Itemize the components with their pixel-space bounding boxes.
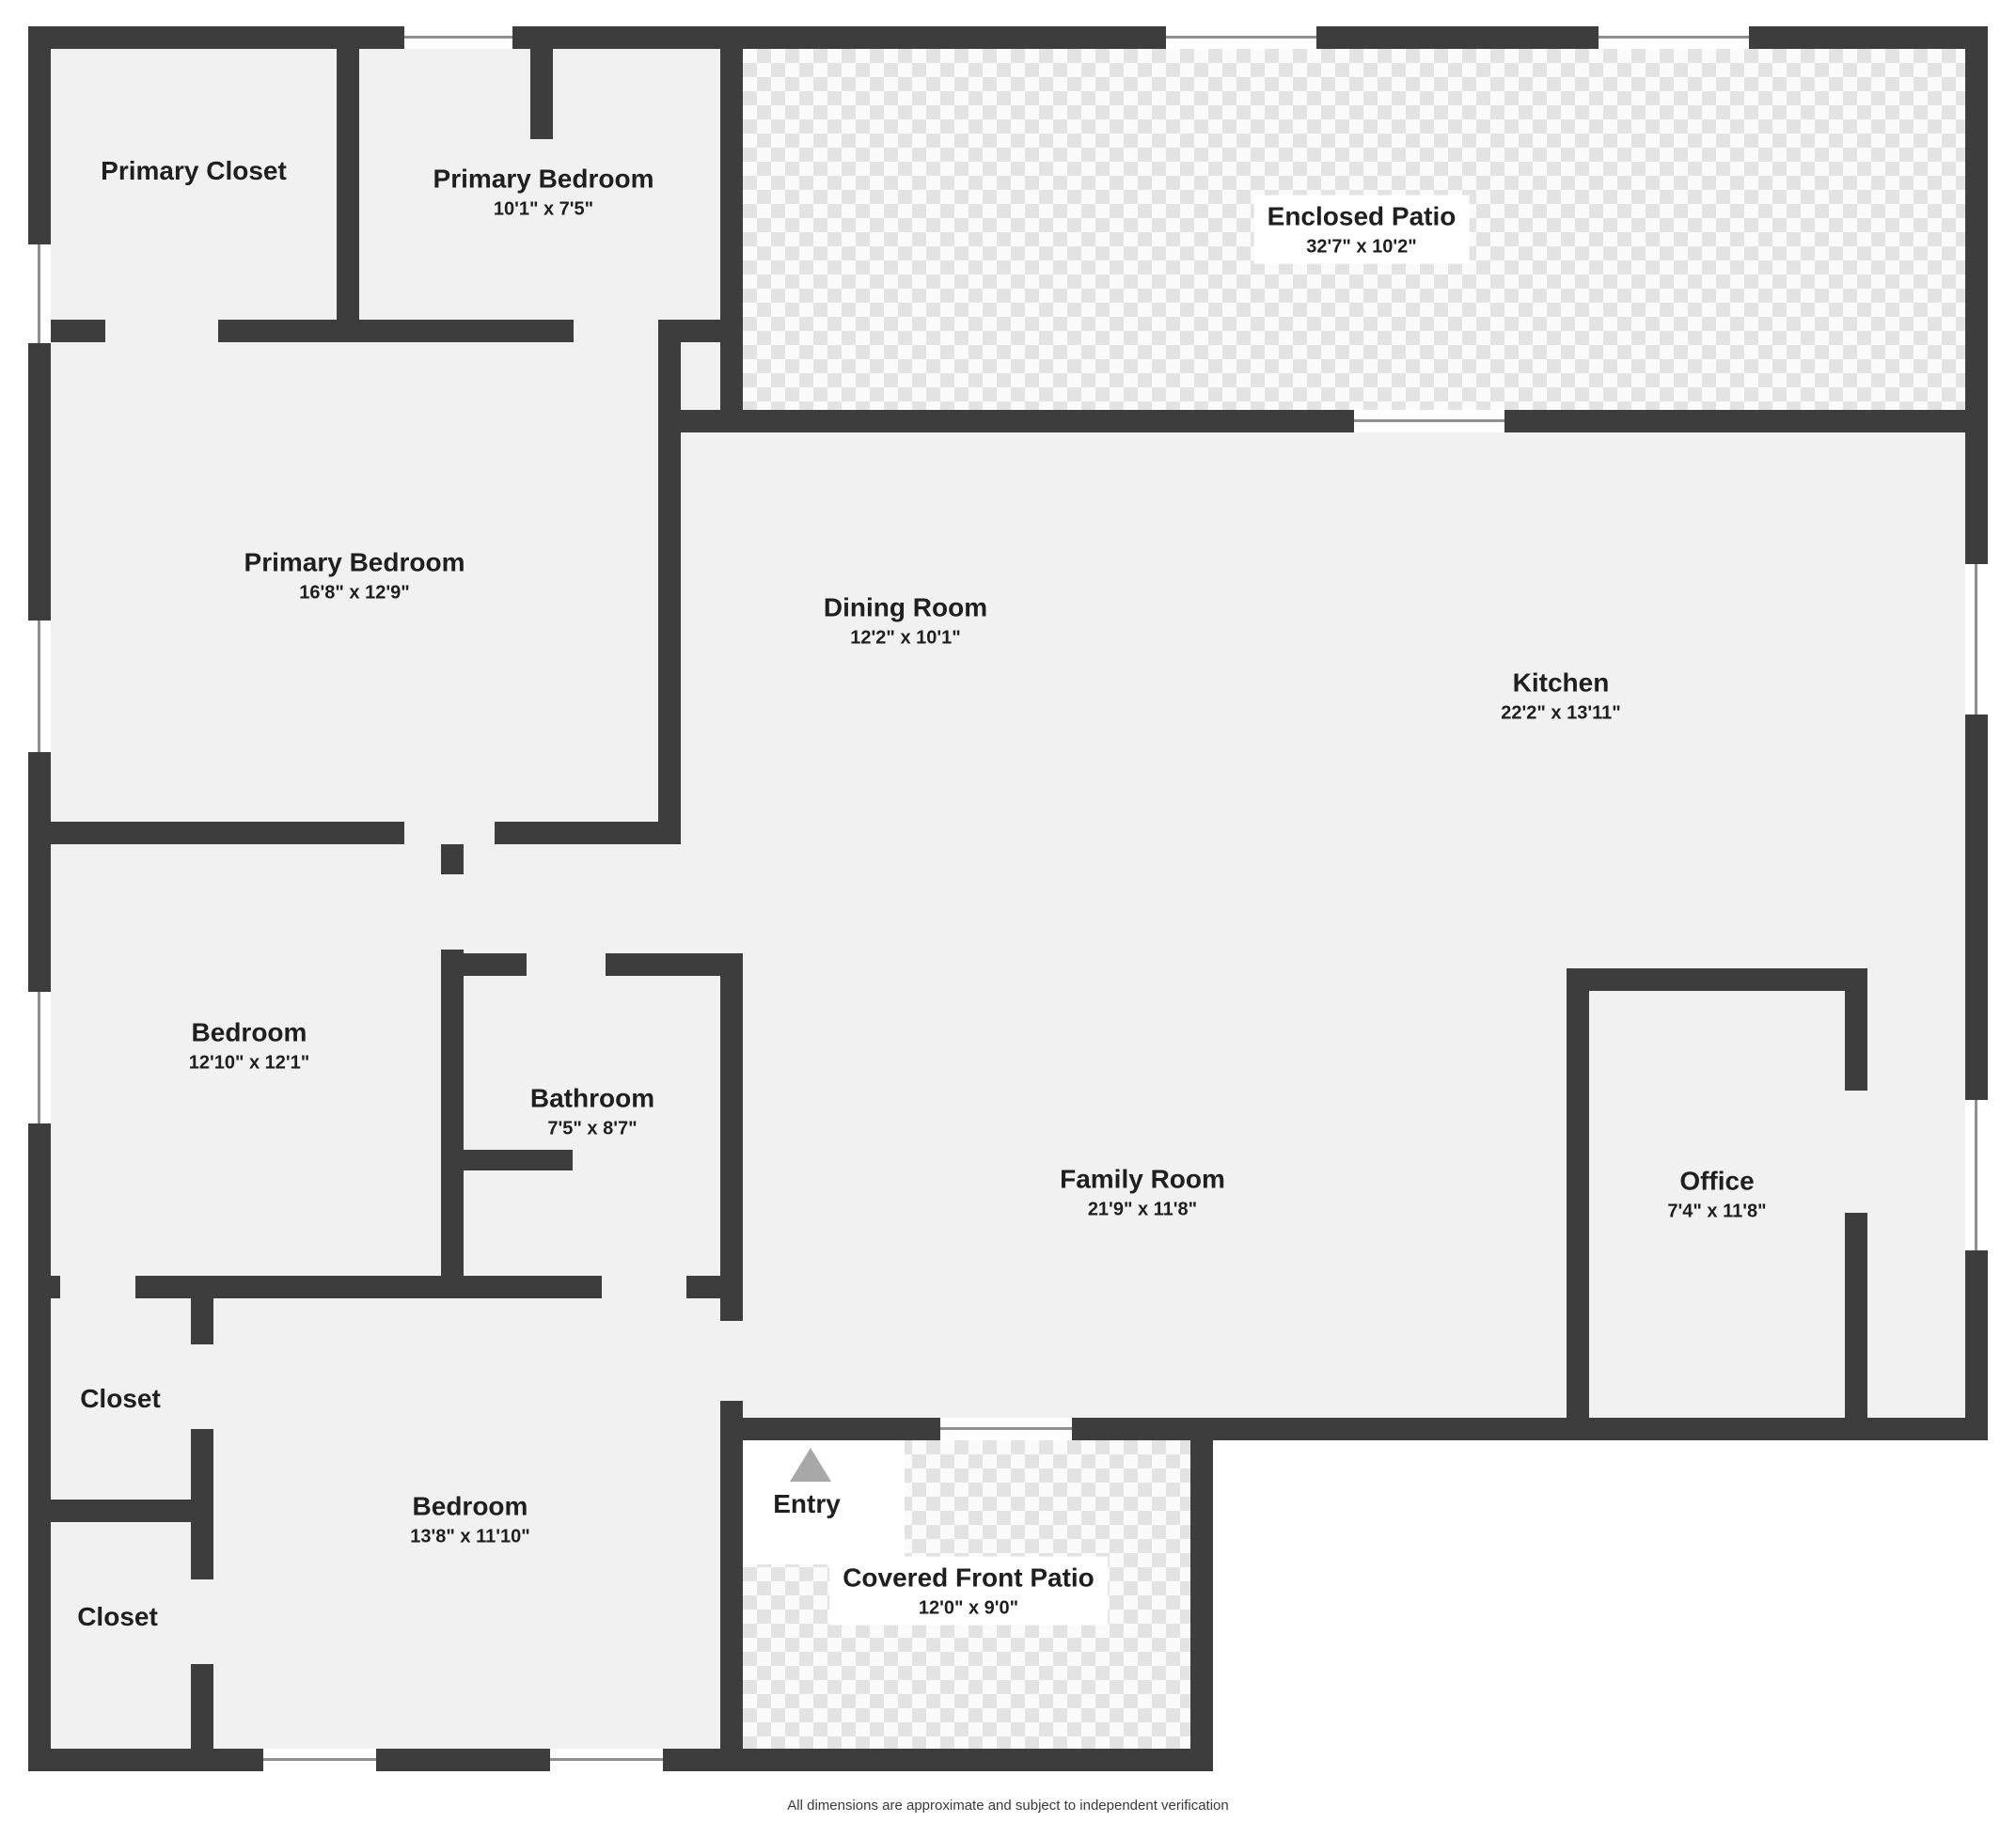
room-dimensions: 21'9" x 11'8"	[1087, 1199, 1198, 1220]
window	[940, 1418, 1072, 1440]
window	[28, 244, 51, 343]
room-dimensions: 12'2" x 10'1"	[850, 627, 961, 649]
room-dimensions: 12'10" x 12'1"	[188, 1052, 310, 1074]
room-name: Primary Bedroom	[244, 547, 465, 577]
door-opening	[191, 1344, 213, 1429]
door-opening	[1845, 1091, 1867, 1213]
window	[1599, 26, 1749, 49]
room-name: Bathroom	[529, 1083, 655, 1113]
room-label-closet-upper: Closet	[80, 1381, 161, 1417]
window	[1166, 26, 1316, 49]
room-label-dining-room: Dining Room 12'2" x 10'1"	[824, 590, 987, 652]
room-name: Primary Closet	[101, 156, 287, 186]
floor-fill-bottom-left	[28, 1440, 743, 1771]
room-dimensions: 22'2" x 13'11"	[1501, 702, 1621, 724]
room-label-office: Office 7'4" x 11'8"	[1667, 1164, 1766, 1225]
wall	[28, 1500, 213, 1522]
door-opening	[602, 1276, 686, 1298]
room-label-bedroom-bottom: Bedroom 13'8" x 11'10"	[410, 1489, 529, 1550]
room-label-primary-bedroom: Primary Bedroom 16'8" x 12'9"	[244, 545, 465, 606]
window	[550, 1749, 663, 1771]
room-dimensions: 12'0" x 9'0"	[918, 1597, 1019, 1619]
room-label-entry: Entry	[773, 1486, 841, 1522]
window	[404, 26, 512, 49]
window	[1354, 410, 1504, 432]
door-opening	[574, 320, 658, 342]
wall	[1567, 968, 1867, 991]
window	[263, 1749, 376, 1771]
room-dimensions: 7'4" x 11'8"	[1667, 1201, 1767, 1222]
door-opening	[527, 953, 606, 976]
room-name: Bedroom	[191, 1017, 307, 1047]
wall	[720, 1418, 1988, 1440]
room-label-enclosed-patio: Enclosed Patio 32'7" x 10'2"	[1253, 195, 1470, 264]
wall	[337, 26, 359, 342]
room-label-primary-closet: Primary Closet	[101, 153, 287, 189]
wall	[441, 1150, 573, 1170]
door-opening	[105, 320, 218, 342]
wall	[1567, 968, 1589, 1440]
wall	[28, 822, 681, 844]
room-label-covered-front-patio: Covered Front Patio 12'0" x 9'0"	[829, 1556, 1108, 1626]
room-dimensions: 13'8" x 11'10"	[410, 1526, 530, 1547]
room-dimensions: 32'7" x 10'2"	[1306, 236, 1417, 258]
room-name: Office	[1679, 1166, 1755, 1196]
door-opening	[441, 874, 464, 950]
room-name: Closet	[77, 1602, 158, 1632]
room-label-bathroom: Bathroom 7'5" x 8'7"	[530, 1081, 654, 1142]
room-name: Family Room	[1060, 1164, 1225, 1194]
window	[1965, 1100, 1988, 1250]
room-label-closet-lower: Closet	[77, 1599, 158, 1635]
door-opening	[60, 1276, 135, 1298]
wall	[720, 26, 743, 432]
room-name: Kitchen	[1512, 668, 1610, 698]
wall	[530, 26, 553, 139]
window	[1965, 564, 1988, 715]
room-name: Bedroom	[412, 1491, 528, 1521]
room-dimensions: 7'5" x 8'7"	[547, 1118, 638, 1139]
wall	[658, 410, 1988, 432]
room-name: Covered Front Patio	[843, 1563, 1095, 1593]
disclaimer-text: All dimensions are approximate and subje…	[787, 1798, 1229, 1814]
room-dimensions: 10'1" x 7'5"	[493, 198, 594, 220]
entry-arrow-icon	[790, 1448, 831, 1482]
room-dimensions: 16'8" x 12'9"	[299, 582, 410, 604]
room-name: Closet	[80, 1384, 161, 1414]
room-name: Dining Room	[823, 592, 988, 622]
wall	[720, 1749, 1213, 1771]
window	[28, 620, 51, 752]
room-label-family-room: Family Room 21'9" x 11'8"	[1060, 1162, 1225, 1223]
door-opening	[720, 1321, 743, 1401]
wall	[658, 320, 681, 844]
door-opening	[404, 822, 495, 844]
room-label-kitchen: Kitchen 22'2" x 13'11"	[1501, 666, 1620, 727]
room-label-primary-bedroom-top: Primary Bedroom 10'1" x 7'5"	[433, 162, 654, 223]
wall	[1190, 1418, 1213, 1771]
window	[28, 992, 51, 1123]
room-label-bedroom-left: Bedroom 12'10" x 12'1"	[189, 1015, 310, 1076]
room-name: Enclosed Patio	[1267, 201, 1457, 231]
enclosed-patio-floor	[743, 49, 1965, 410]
room-name: Entry	[773, 1489, 841, 1519]
room-name: Primary Bedroom	[433, 164, 654, 194]
door-opening	[191, 1579, 213, 1664]
